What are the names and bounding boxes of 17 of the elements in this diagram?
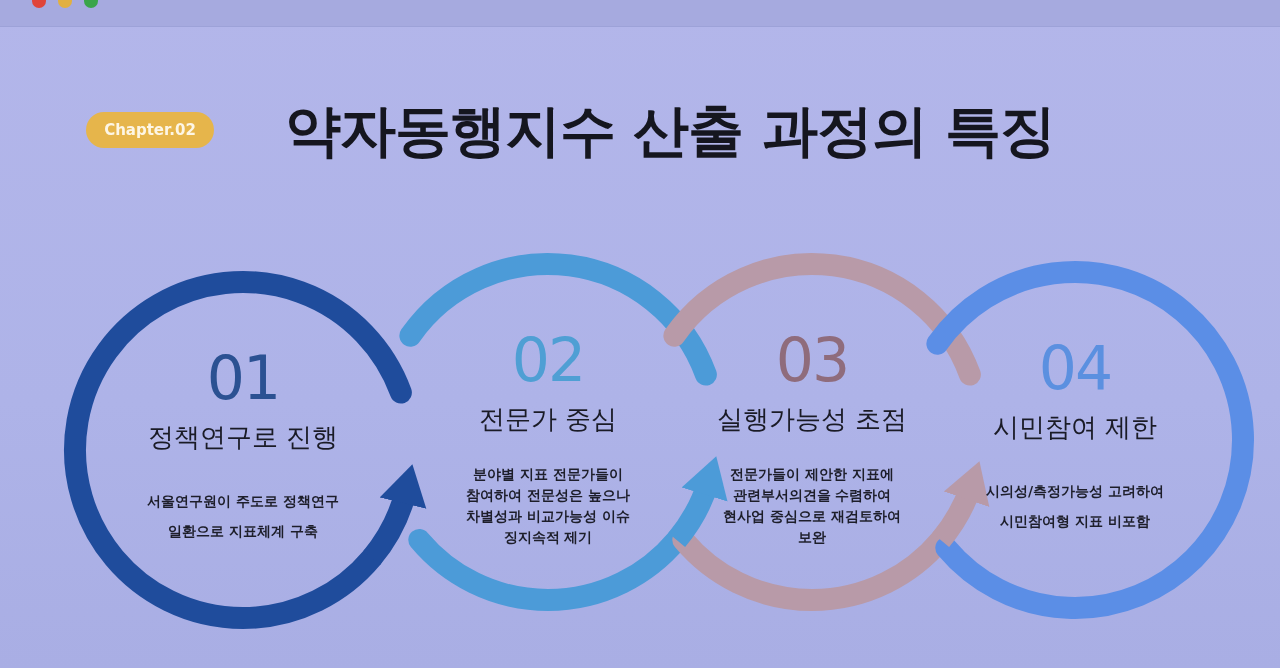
step-number: 04 xyxy=(1037,338,1113,398)
curved-arrow xyxy=(667,456,727,547)
step-title: 정책연구로 진행 xyxy=(146,421,340,454)
curved-arrow xyxy=(931,461,989,547)
step-number: 02 xyxy=(510,330,586,390)
slide-title: 약자동행지수 산출 과정의 특징 xyxy=(283,97,1057,165)
step-title: 실행가능성 초점 xyxy=(715,403,909,436)
step-number: 03 xyxy=(774,330,850,390)
step-description: 분야별 지표 전문가들이 참여하여 전문성은 높으나 차별성과 비교가능성 이슈 징지속적 제기 xyxy=(465,465,631,547)
step-title: 전문가 중심 xyxy=(477,403,619,436)
chapter-badge: Chapter.02 xyxy=(86,112,214,148)
step-description: 서울연구원이 주도로 정책연구 일환으로 지표체계 구축 xyxy=(146,492,340,541)
step-description: 시의성/측정가능성 고려하여 시민참여형 지표 비포함 xyxy=(985,482,1165,531)
step-title: 시민참여 제한 xyxy=(991,411,1159,444)
step-number: 01 xyxy=(205,348,281,408)
step-description: 전문가들이 제안한 지표에 관련부서의견을 수렴하여 현사업 중심으로 재검토하여 보완 xyxy=(722,465,902,547)
curved-arrow xyxy=(362,464,426,565)
